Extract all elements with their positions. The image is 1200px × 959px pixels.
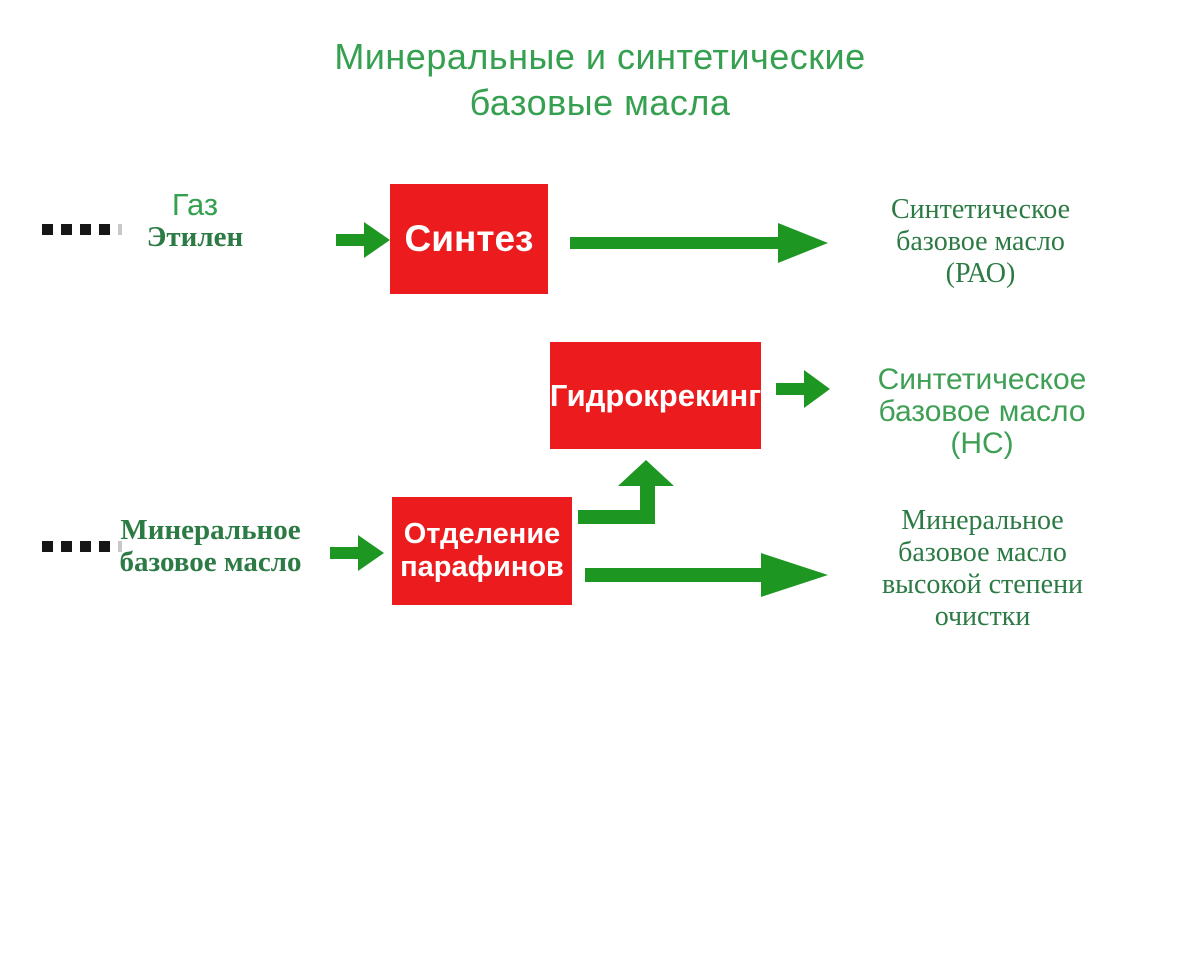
process-box-hydrocracking-label: Гидрокрекинг <box>549 377 762 413</box>
result-hc-line: (НС) <box>950 427 1014 460</box>
gas-label: Газ <box>171 187 219 222</box>
ethylene-label: Этилен <box>146 221 244 253</box>
arrow-right-long-icon <box>570 223 828 263</box>
dot-icon <box>99 224 110 235</box>
arrow-right-long-icon <box>585 553 828 597</box>
dot-icon <box>118 541 122 552</box>
dot-icon <box>42 224 53 235</box>
result-pao-line: (РАО) <box>945 258 1016 289</box>
page-title-line2: базовые масла <box>469 82 731 123</box>
arrow-right-icon <box>336 222 390 258</box>
dot-icon <box>118 224 122 235</box>
source-gas-label: Газ Этилен <box>105 188 285 253</box>
result-pao-line: Синтетическое <box>890 194 1071 225</box>
dot-icon <box>80 224 91 235</box>
process-box-hydrocracking: Гидрокрекинг <box>550 342 761 449</box>
arrow-right-icon <box>330 535 384 571</box>
source-mineral-label: Минеральное базовое масло <box>98 514 323 578</box>
process-box-dewaxing: Отделение парафинов <box>392 497 572 605</box>
result-hc-line: базовое масло <box>878 395 1086 428</box>
dot-icon <box>80 541 91 552</box>
result-mineral-line: базовое масло <box>898 537 1067 568</box>
input-dots-icon <box>42 541 122 552</box>
result-mineral-line: Минеральное <box>901 505 1064 536</box>
process-box-synthesis: Синтез <box>390 184 548 294</box>
dot-icon <box>61 224 72 235</box>
result-hc-line: Синтетическое <box>877 363 1087 396</box>
result-mineral-line: высокой степени <box>881 569 1084 600</box>
dot-icon <box>99 541 110 552</box>
result-pao-line: базовое масло <box>896 226 1065 257</box>
dot-icon <box>61 541 72 552</box>
page-title-line1: Минеральные и синтетические <box>334 36 866 77</box>
process-box-synthesis-label: Синтез <box>404 217 534 259</box>
source-mineral-line: базовое масло <box>119 546 302 578</box>
result-pao-label: Синтетическое базовое масло (РАО) <box>848 194 1113 290</box>
dot-icon <box>42 541 53 552</box>
result-mineral-label: Минеральное базовое масло высокой степен… <box>845 505 1120 633</box>
input-dots-icon <box>42 224 122 235</box>
process-box-dewaxing-line: парафинов <box>400 551 564 583</box>
result-hc-label: Синтетическое базовое масло (НС) <box>852 364 1112 460</box>
source-mineral-line: Минеральное <box>120 514 301 546</box>
arrow-right-icon <box>776 370 830 408</box>
page-title: Минеральные и синтетические базовые масл… <box>0 34 1200 126</box>
result-mineral-line: очистки <box>934 601 1031 632</box>
process-box-dewaxing-line: Отделение <box>403 517 561 550</box>
arrow-elbow-up-icon <box>578 460 674 524</box>
